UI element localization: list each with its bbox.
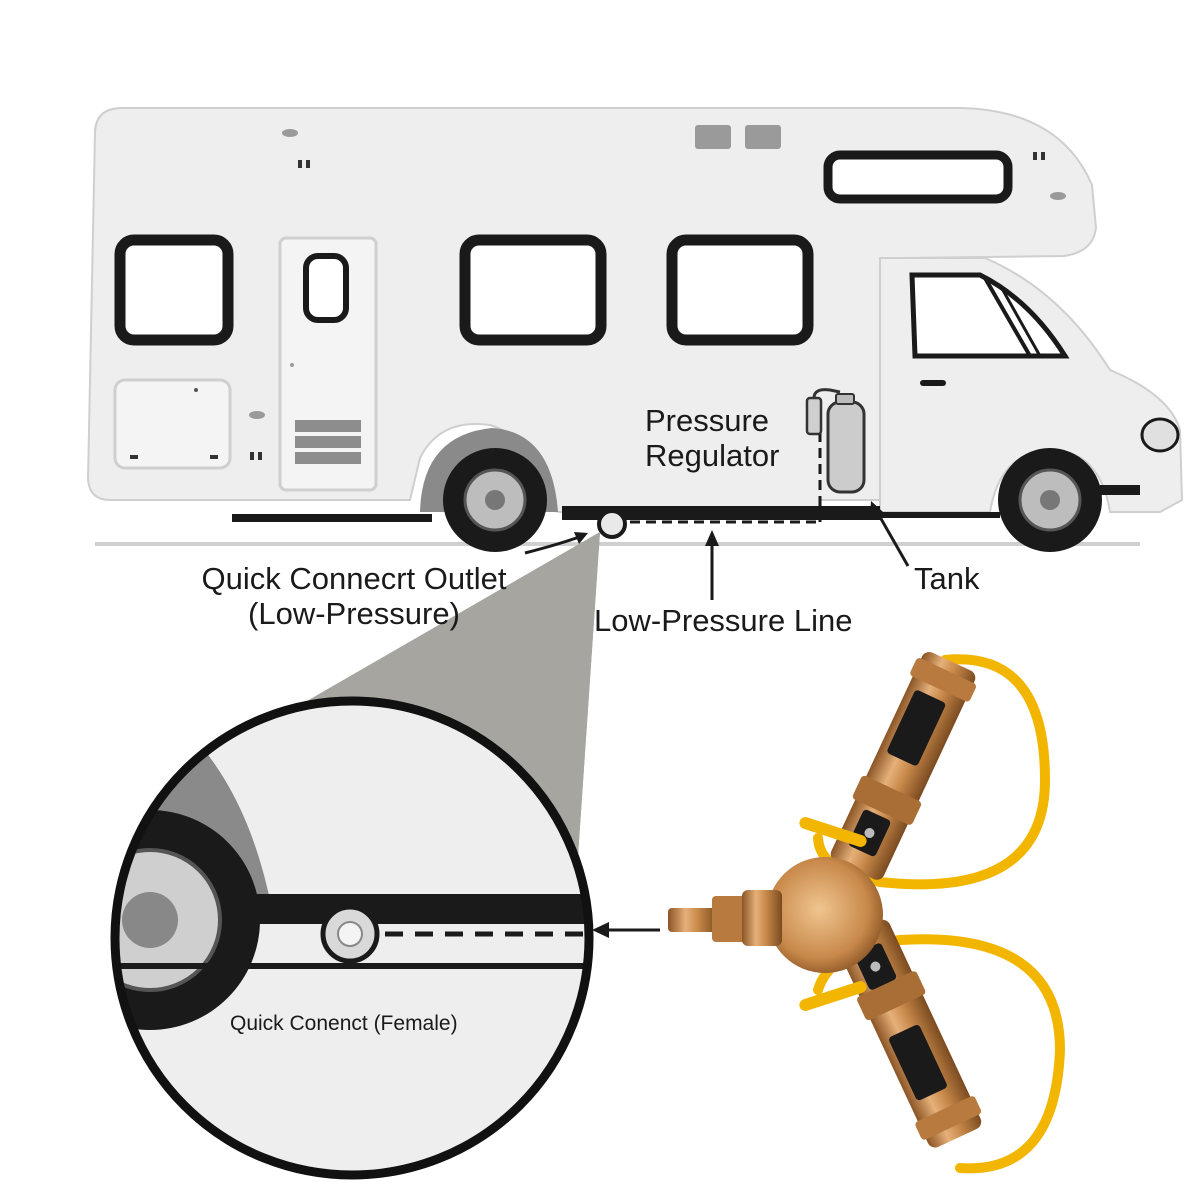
quick-connect-outlet-label: Quick Connecrt Outlet (Low-Pressure) [190, 561, 518, 631]
quick-connect-outlet-line2: (Low-Pressure) [248, 595, 460, 631]
pressure-regulator-label: Pressure Regulator [645, 403, 780, 473]
brass-y-splitter-icon [668, 652, 1066, 1174]
low-pressure-line-label: Low-Pressure Line [594, 603, 853, 638]
callout-arrows [524, 501, 910, 600]
arrow-left-icon [592, 922, 660, 938]
quick-connect-outlet-icon [597, 509, 627, 539]
pressure-regulator-line2: Regulator [645, 437, 780, 473]
quick-connect-female-label: Quick Conenct (Female) [230, 1012, 458, 1035]
propane-tank-icon [805, 388, 866, 494]
rv-motorhome-icon [86, 107, 1184, 552]
quick-connect-outlet-line1: Quick Connecrt Outlet [201, 561, 507, 596]
zoom-circle [110, 696, 594, 1180]
pressure-regulator-line1: Pressure [645, 403, 770, 438]
tank-label: Tank [914, 561, 980, 596]
